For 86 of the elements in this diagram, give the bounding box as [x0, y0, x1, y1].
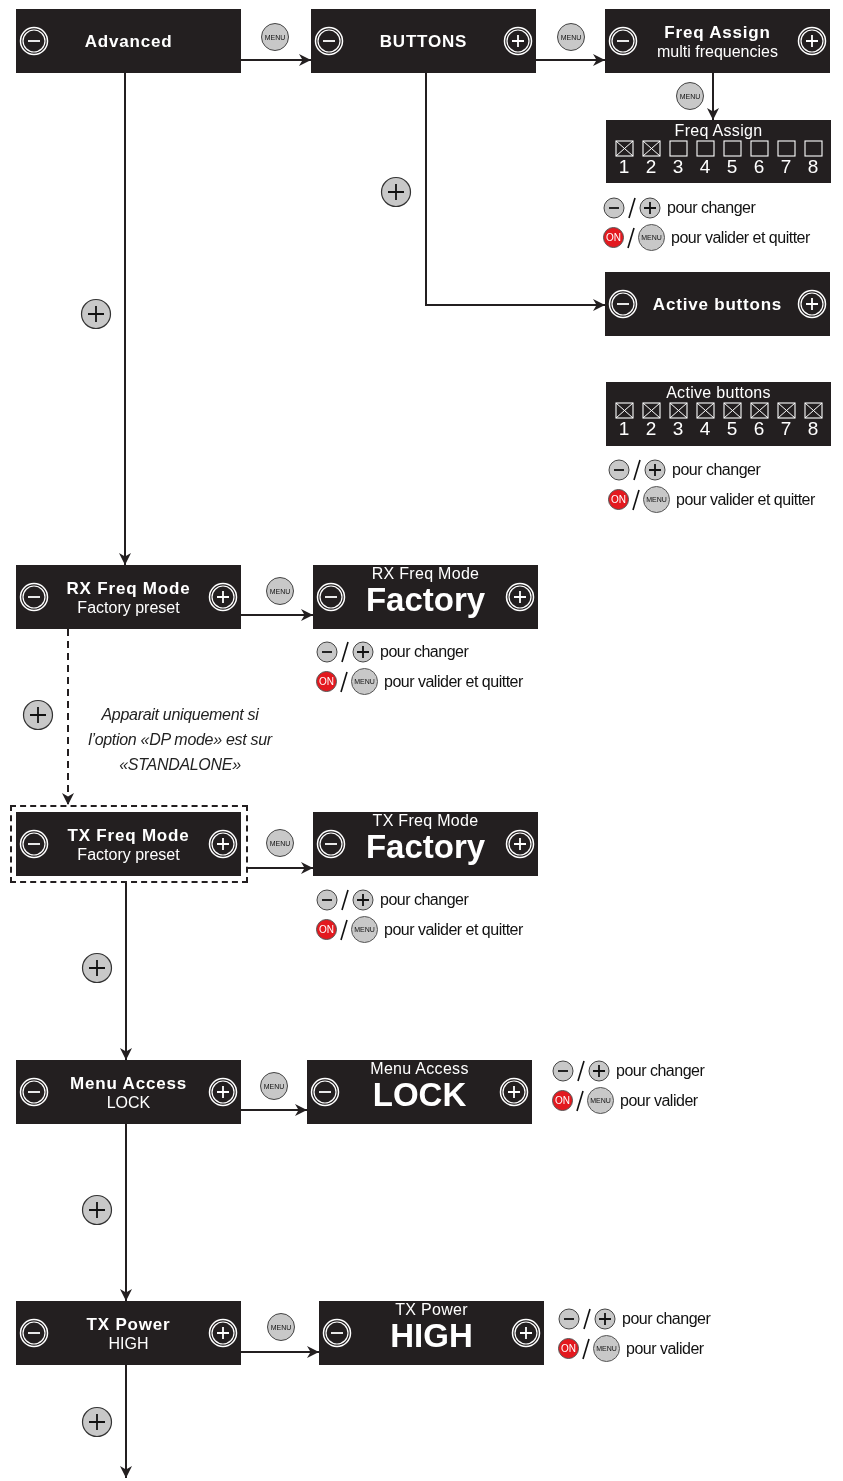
menu-value: Factory preset [77, 598, 180, 617]
arrow [120, 882, 132, 1061]
slot-number: 7 [780, 419, 792, 438]
arrow [240, 609, 314, 621]
slot-number: 4 [699, 157, 711, 176]
menu-screen [16, 812, 241, 876]
slot-number: 6 [753, 157, 765, 176]
arrow [119, 72, 131, 566]
power-button-label: ON [552, 1090, 573, 1111]
menu-value: LOCK [106, 1093, 151, 1112]
condition-note: Apparait uniquement si l’option «DP mode» est sur «STANDALONE» [87, 705, 274, 775]
screen-title: TX Power [395, 1301, 468, 1318]
slot-number: 3 [672, 157, 684, 176]
arrow [120, 1123, 132, 1302]
instruction-text: pour valider et quitter [384, 672, 523, 691]
instruction-text: pour valider [626, 1339, 704, 1358]
arrow [240, 1346, 320, 1358]
slot-number: 3 [672, 419, 684, 438]
menu-screen [16, 1301, 241, 1365]
slot-number: 1 [618, 419, 630, 438]
menu-value: HIGH [108, 1334, 149, 1353]
menu-title: Menu Access [70, 1072, 187, 1094]
power-button-label: ON [558, 1338, 579, 1359]
display-panel [606, 382, 831, 446]
menu-screen [16, 565, 241, 629]
slot-number: 4 [699, 419, 711, 438]
slot-number: 6 [753, 419, 765, 438]
arrow [62, 628, 74, 806]
slot-number: 5 [726, 419, 738, 438]
slot-number: 8 [807, 157, 819, 176]
screen-value: Factory [365, 582, 486, 618]
slot-number: 7 [780, 157, 792, 176]
slot-number: 8 [807, 419, 819, 438]
arrow [120, 1364, 132, 1479]
arrow [240, 54, 312, 66]
power-button-label: ON [608, 489, 629, 510]
instruction-text: pour valider et quitter [671, 228, 810, 247]
panel-title: Active buttons [666, 384, 771, 401]
slot-number: 1 [618, 157, 630, 176]
value-screen [313, 565, 538, 629]
screen-value: Factory [365, 829, 486, 865]
menu-screen [605, 9, 830, 73]
instruction-text: pour changer [616, 1062, 705, 1080]
instruction-text: pour valider et quitter [384, 920, 523, 939]
value-screen [313, 812, 538, 876]
instruction-text: pour valider [620, 1091, 698, 1110]
slot-number: 2 [645, 157, 657, 176]
menu-title: Advanced [84, 30, 173, 52]
arrow [425, 72, 606, 311]
menu-title: TX Freq Mode [67, 824, 190, 846]
screen-title: RX Freq Mode [371, 565, 480, 582]
arrow [240, 1104, 308, 1116]
screen-value: HIGH [390, 1318, 473, 1354]
menu-screen [16, 9, 241, 73]
instruction-text: pour changer [622, 1310, 711, 1328]
menu-title: Active buttons [652, 293, 783, 315]
menu-screen [16, 1060, 241, 1124]
menu-title: BUTTONS [379, 30, 468, 52]
instruction-text: pour changer [667, 199, 756, 217]
screen-title: Menu Access [370, 1060, 469, 1077]
screen-value: LOCK [372, 1077, 467, 1113]
slot-number: 2 [645, 419, 657, 438]
dashed-frame [10, 805, 248, 883]
panel-title: Freq Assign [674, 122, 763, 139]
power-button-label: ON [316, 919, 337, 940]
menu-screen [605, 272, 830, 336]
instruction-text: pour changer [380, 891, 469, 909]
arrow [707, 72, 719, 121]
power-button-label: ON [603, 227, 624, 248]
instruction-text: pour changer [380, 643, 469, 661]
arrow [535, 54, 606, 66]
screen-title: TX Freq Mode [372, 812, 479, 829]
menu-title: TX Power [86, 1313, 171, 1335]
arrow [247, 862, 314, 874]
display-panel [606, 120, 831, 183]
menu-value: multi frequencies [657, 42, 778, 61]
menu-title: RX Freq Mode [66, 577, 191, 599]
value-screen [319, 1301, 544, 1365]
menu-value: Factory preset [77, 845, 180, 864]
instruction-text: pour valider et quitter [676, 490, 815, 509]
menu-title: Freq Assign [664, 21, 771, 43]
slot-number: 5 [726, 157, 738, 176]
menu-screen [311, 9, 536, 73]
power-button-label: ON [316, 671, 337, 692]
instruction-text: pour changer [672, 461, 761, 479]
value-screen [307, 1060, 532, 1124]
